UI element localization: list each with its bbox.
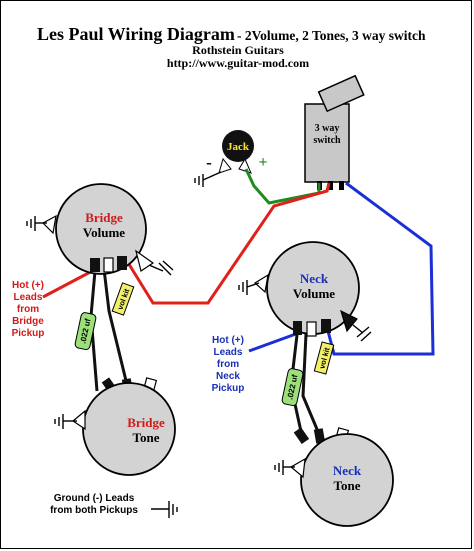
- bridge-tone-ground-symbol: [54, 414, 77, 429]
- bridge-hot-lead-label: Hot (+) Leads from Bridge Pickup: [12, 280, 45, 339]
- bridge-volume-ground-symbol: [26, 216, 47, 231]
- neck-tone-capacitor: .022 uf: [281, 368, 304, 407]
- title-main: Les Paul Wiring Diagram: [37, 24, 235, 44]
- output-jack: Jack - +: [206, 130, 268, 174]
- website-url: http://www.guitar-mod.com: [167, 56, 309, 70]
- switch-lug-center: [328, 181, 333, 190]
- svg-text:Leads: Leads: [214, 347, 243, 358]
- wire-jack-to-switch: [244, 168, 321, 205]
- bridge-volume-side-tab: [135, 249, 155, 272]
- svg-text:from: from: [217, 359, 239, 370]
- bridge-vol-kit: vol kit: [111, 282, 135, 316]
- switch-body: [304, 103, 350, 183]
- jack-label: Jack: [227, 141, 250, 153]
- neck-vol-kit: vol kit: [313, 341, 335, 375]
- neck-volume-side-tab: [340, 309, 358, 333]
- bridge-volume-label-2: Volume: [83, 225, 125, 240]
- bridge-volume-pot: Bridge Volume: [42, 183, 155, 275]
- neck-tone-pot: Neck Tone: [289, 427, 394, 527]
- svg-text:Pickup: Pickup: [212, 383, 245, 394]
- neck-tone-label-1: Neck: [333, 463, 362, 478]
- svg-text:Leads: Leads: [14, 292, 43, 303]
- neck-tone-lug-2: [313, 428, 326, 444]
- neck-volume-label-2: Volume: [293, 286, 335, 301]
- switch-label-line1: 3 way: [315, 123, 340, 134]
- neck-tone-ground-tab: [289, 457, 306, 479]
- neck-volume-ground-tab: [254, 273, 269, 294]
- ground-note-line2: from both Pickups: [50, 505, 138, 516]
- neck-volume-side-ground-symbol: [352, 324, 372, 342]
- wire-bridge-volume-to-switch: [125, 182, 331, 305]
- ground-note-symbol: [151, 501, 178, 518]
- jack-body: [222, 130, 254, 162]
- bridge-tone-label-1: Bridge: [127, 415, 165, 430]
- neck-volume-lug-1: [293, 321, 302, 335]
- svg-text:Bridge: Bridge: [12, 316, 44, 327]
- jack-lug-hot: [238, 157, 252, 174]
- switch-lever: [317, 74, 365, 113]
- neck-tone-ground-symbol: [274, 460, 295, 475]
- neck-tone-lug-1: [293, 427, 310, 445]
- neck-volume-pot: Neck Volume: [254, 241, 360, 337]
- svg-text:Pickup: Pickup: [12, 328, 45, 339]
- neck-tone-label-2: Tone: [334, 478, 361, 493]
- title-subtitle: - 2Volume, 2 Tones, 3 way switch: [237, 28, 426, 43]
- jack-plus-sign: +: [258, 154, 267, 171]
- bridge-volume-lug-3: [117, 256, 127, 270]
- bridge-volume-lug-1: [90, 258, 100, 272]
- bridge-volume-side-ground-symbol: [148, 260, 174, 276]
- bridge-volume-lug-2: [103, 257, 114, 273]
- jack-ground-symbol: [194, 171, 222, 187]
- svg-text:Hot (+): Hot (+): [212, 335, 244, 346]
- bridge-tone-pot: Bridge Tone: [71, 377, 176, 476]
- jack-lug-ground: [218, 157, 232, 174]
- switch-label-line2: switch: [313, 135, 341, 146]
- wire-bridge-hot-lead: [42, 267, 97, 299]
- bridge-volume-pot-body: [55, 183, 147, 275]
- bridge-tone-label-2: Tone: [133, 430, 160, 445]
- svg-text:Neck: Neck: [216, 371, 240, 382]
- wire-neck-volume-ground: [301, 333, 321, 435]
- bridge-volume-ground-tab: [42, 214, 57, 235]
- bridge-tone-ground-tab: [71, 409, 86, 431]
- neck-volume-ground-symbol: [238, 280, 260, 295]
- author-name: Rothstein Guitars: [192, 43, 284, 57]
- svg-text:Hot (+): Hot (+): [12, 280, 44, 291]
- neck-volume-lug-2: [306, 321, 317, 337]
- bridge-tone-pot-body: [82, 382, 176, 476]
- neck-volume-label-1: Neck: [300, 271, 329, 286]
- bridge-volume-label-1: Bridge: [85, 210, 123, 225]
- three-way-switch: 3 way switch: [304, 74, 365, 190]
- ground-note-line1: Ground (-) Leads: [54, 493, 135, 504]
- switch-lug-right: [339, 181, 344, 190]
- neck-tone-pot-body: [300, 433, 394, 527]
- svg-text:from: from: [17, 304, 39, 315]
- neck-volume-lug-3: [321, 319, 331, 333]
- wire-bridge-volume-to-tone: [102, 268, 131, 394]
- neck-hot-lead-label: Hot (+) Leads from Neck Pickup: [212, 335, 245, 394]
- bridge-tone-capacitor: .022 uf: [74, 312, 97, 351]
- jack-minus-sign: -: [206, 153, 212, 172]
